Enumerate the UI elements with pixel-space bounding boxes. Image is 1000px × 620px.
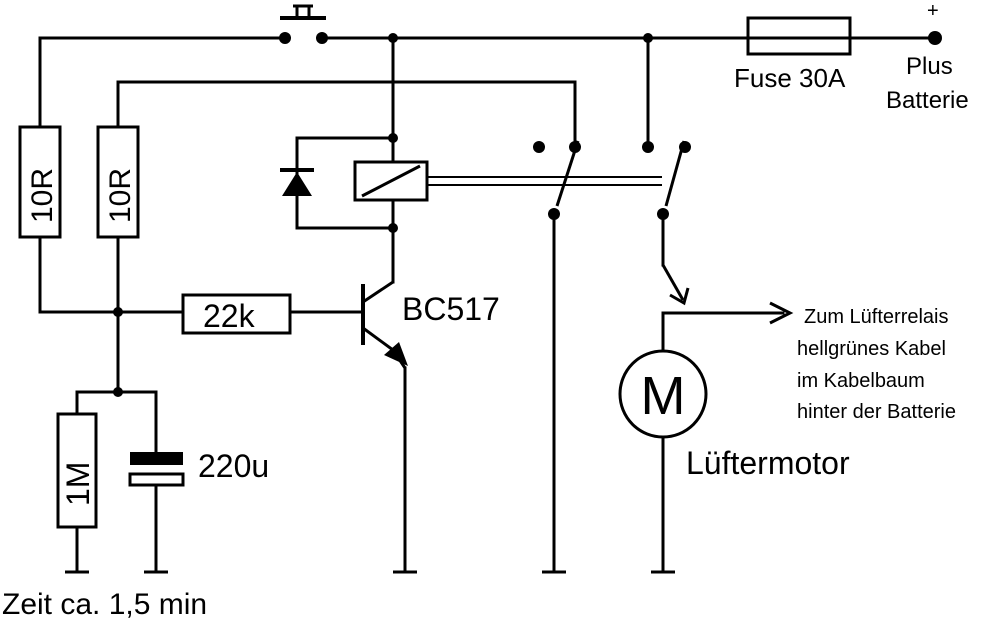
- plus-sign: +: [927, 0, 939, 22]
- relay-note-line4: hinter der Batterie: [797, 401, 956, 423]
- junction-dot: [113, 387, 123, 397]
- junction-dot: [388, 133, 398, 143]
- plus-terminal: [928, 31, 942, 45]
- junction-dot: [643, 33, 653, 43]
- resistor-1m-label: 1M: [60, 462, 96, 506]
- relay-coil: [353, 160, 662, 202]
- junction-dot: [113, 307, 123, 317]
- plus-label-line1: Plus: [906, 53, 953, 80]
- fuse-label: Fuse 30A: [734, 63, 846, 93]
- motor-label: Lüftermotor: [686, 445, 850, 481]
- fuse-symbol: [746, 16, 852, 56]
- time-note: Zeit ca. 1,5 min: [2, 588, 207, 620]
- capacitor-220u: [128, 452, 185, 487]
- resistor-22k-label: 22k: [203, 298, 256, 334]
- motor-symbol: M: [641, 366, 686, 426]
- resistor-1m: 1M: [56, 412, 98, 529]
- fan-motor: M: [618, 349, 708, 439]
- relay-contact-2: [642, 140, 691, 306]
- plus-label-line2: Batterie: [886, 87, 969, 114]
- push-button-switch: [279, 4, 328, 44]
- resistor-22k: 22k: [181, 293, 292, 335]
- capacitor-label: 220u: [198, 448, 269, 484]
- relay-contact-1: [533, 140, 581, 220]
- flyback-diode: [280, 168, 314, 196]
- resistor-10r-2: 10R: [96, 125, 140, 239]
- arrow-to-relay: [769, 301, 794, 325]
- relay-note-line2: hellgrünes Kabel: [797, 338, 946, 360]
- relay-note-line1: Zum Lüfterrelais: [804, 306, 949, 328]
- wires: [38, 36, 937, 574]
- resistor-10r-2-label: 10R: [104, 168, 137, 223]
- junction-dot: [388, 33, 398, 43]
- resistor-10r-1: 10R: [18, 125, 62, 239]
- resistor-10r-1-label: 10R: [26, 168, 59, 223]
- junction-dots: [113, 33, 653, 397]
- transistor-label: BC517: [402, 291, 500, 327]
- junction-dot: [388, 223, 398, 233]
- relay-note-line3: im Kabelbaum: [797, 370, 925, 392]
- transistor-bc517: [361, 280, 408, 369]
